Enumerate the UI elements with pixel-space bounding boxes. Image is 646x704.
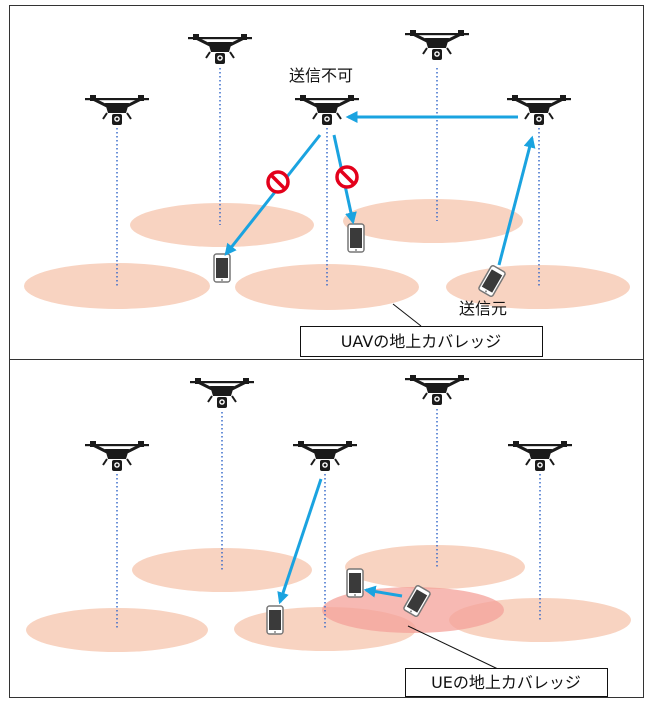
drone-icon bbox=[505, 93, 573, 127]
callout-box bbox=[300, 326, 543, 357]
altitude-lines bbox=[116, 409, 541, 630]
altitude-lines bbox=[116, 68, 540, 287]
drone-icon bbox=[506, 439, 574, 473]
callout-leader bbox=[407, 625, 501, 671]
coverage-area bbox=[343, 199, 523, 243]
coverage-area bbox=[132, 548, 312, 592]
drone-icon bbox=[188, 376, 256, 410]
drone-icon bbox=[83, 93, 151, 127]
drone-icon bbox=[403, 373, 471, 407]
coverage-area bbox=[24, 263, 210, 309]
top-panel: 送信不可 送信元 UAVの地上カバレッジ bbox=[24, 28, 630, 357]
coverage-area bbox=[345, 545, 525, 589]
drone-icon bbox=[403, 28, 471, 62]
callout-ue-coverage: UEの地上カバレッジ bbox=[431, 673, 581, 692]
drone-icon bbox=[293, 93, 361, 127]
coverage-area bbox=[235, 264, 419, 310]
callout-uav-coverage: UAVの地上カバレッジ bbox=[341, 332, 502, 351]
smartphone-icon bbox=[266, 605, 284, 635]
transmission-arrows bbox=[277, 478, 403, 605]
label-no-transmit: 送信不可 bbox=[289, 66, 353, 85]
bottom-panel: UEの地上カバレッジ bbox=[26, 373, 631, 697]
callout-box bbox=[405, 668, 608, 697]
smartphone-icon bbox=[213, 253, 231, 283]
coverage-area bbox=[26, 608, 208, 652]
prohibit-icon bbox=[266, 170, 290, 194]
bottom-panel-frame bbox=[9, 359, 644, 698]
drone-icon bbox=[291, 439, 359, 473]
drone-icon bbox=[186, 32, 254, 66]
callout-leader bbox=[392, 303, 422, 327]
drone-icon bbox=[83, 439, 151, 473]
smartphone-icon bbox=[347, 223, 365, 253]
coverage-area bbox=[130, 203, 314, 247]
prohibit-icon bbox=[335, 165, 359, 189]
label-source: 送信元 bbox=[459, 299, 507, 318]
smartphone-icon bbox=[346, 568, 364, 598]
